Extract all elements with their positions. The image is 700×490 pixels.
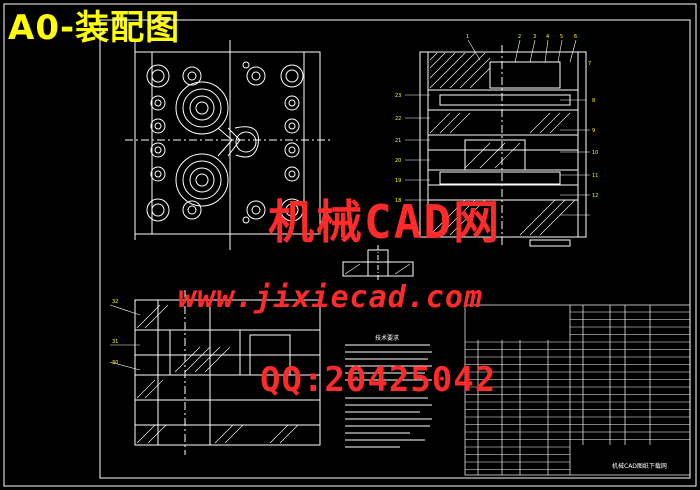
svg-text:20: 20: [395, 158, 401, 164]
svg-text:6: 6: [574, 34, 577, 40]
svg-text:30: 30: [112, 360, 118, 366]
svg-text:4: 4: [546, 34, 549, 40]
title-block-name: 机械CAD图纸下载网: [612, 462, 667, 470]
drawing-title: A0-装配图: [8, 8, 181, 48]
svg-text:31: 31: [112, 339, 118, 345]
svg-text:7: 7: [588, 61, 591, 67]
front-section-view: [405, 39, 590, 248]
right-bolt-column: [280, 64, 304, 222]
svg-text:18: 18: [395, 198, 401, 204]
svg-text:23: 23: [395, 93, 401, 99]
left-bolt-column: [146, 64, 170, 222]
svg-text:8: 8: [592, 98, 595, 104]
top-view: [125, 40, 330, 250]
bom-rows: [465, 311, 690, 470]
svg-text:32: 32: [112, 299, 118, 305]
svg-text:12: 12: [592, 193, 598, 199]
svg-text:22: 22: [395, 116, 401, 122]
part-detail: [342, 245, 414, 282]
svg-text:9: 9: [592, 128, 595, 134]
svg-text:19: 19: [395, 178, 401, 184]
side-section-view: [109, 290, 321, 455]
svg-text:10: 10: [592, 150, 598, 156]
svg-text:11: 11: [592, 173, 598, 179]
watermark-site-name: 机械CAD网: [268, 195, 502, 249]
tech-requirements-text: [345, 344, 432, 448]
svg-text:3: 3: [533, 34, 536, 40]
svg-text:1: 1: [466, 34, 469, 40]
svg-text:5: 5: [560, 34, 563, 40]
outer-frame: [3, 3, 697, 487]
watermark-url: www.jixiecad.com: [178, 280, 483, 315]
watermark-qq: QQ:20425042: [260, 360, 497, 400]
drawing-border: [99, 19, 691, 479]
svg-text:21: 21: [395, 138, 401, 144]
svg-text:2: 2: [518, 34, 521, 40]
tech-requirements-title: 技术要求: [375, 334, 399, 342]
bom-table: [464, 304, 691, 476]
